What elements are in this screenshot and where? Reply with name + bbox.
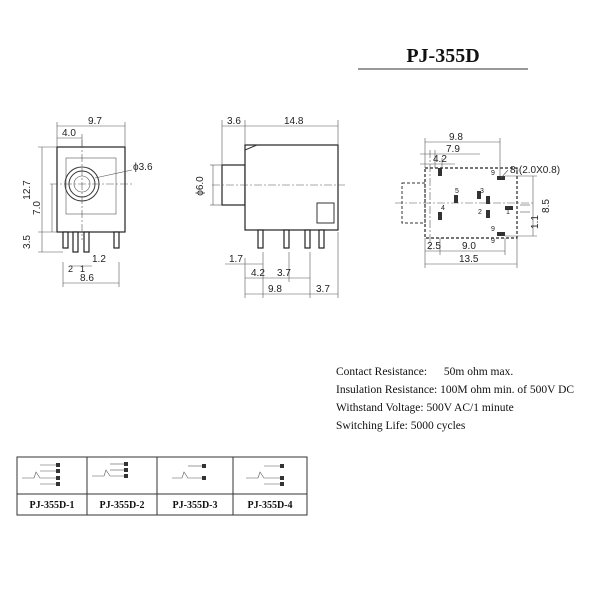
variant-symbol: [92, 462, 128, 478]
spec-label: Contact Resistance:: [336, 366, 428, 378]
pcb-slot: [477, 191, 481, 199]
pin-number: 5: [455, 188, 459, 195]
dim-nose-dia: ϕ6.0: [195, 176, 206, 196]
spec-value: 50m ohm max.: [443, 366, 514, 378]
pcb-slot: [438, 212, 442, 220]
dim-pin-pitch-small: 1.2: [92, 254, 106, 265]
pin-number: 4: [441, 205, 445, 212]
pin-number: 9: [491, 226, 495, 233]
pcb-slot: [505, 206, 513, 210]
pcb-slot: [486, 196, 490, 204]
side-pin: [257, 229, 264, 249]
dim-pin-b: 1: [80, 264, 85, 274]
pin-number: 2: [478, 209, 482, 216]
dim-nose-length: 3.6: [227, 116, 241, 127]
variant-symbol: [172, 464, 206, 480]
spec-label: Insulation Resistance:: [336, 384, 438, 396]
pcb-slot: [438, 168, 442, 176]
front-flange: [65, 157, 117, 215]
dim-top-span: 9.8: [449, 132, 463, 143]
spec-insulation-resistance: Insulation Resistance: 100M ohm min. of …: [336, 384, 574, 396]
dim-total-width: 13.5: [459, 254, 479, 265]
dim-center-height: 7.0: [32, 201, 43, 215]
variant-symbol: [22, 463, 60, 486]
dim-height: 12.7: [22, 180, 33, 200]
dim-body-length: 14.8: [284, 116, 304, 127]
variant-table-frame: [16, 456, 308, 516]
pcb-slot: [497, 232, 505, 236]
dim-pin-a: 2: [68, 264, 73, 274]
pin-number: 9: [491, 238, 495, 245]
spec-label: Withstand Voltage:: [336, 402, 424, 414]
dim-rear-pitch: 3.7: [316, 284, 330, 295]
front-view: 9.7 4.0 ϕ3.6 12.7 7.0 3.5 8.6 1.2 2 1: [22, 116, 153, 287]
front-pin: [113, 231, 120, 249]
side-pin: [283, 229, 290, 249]
dim-span-a: 7.9: [446, 144, 460, 155]
variant-symbol: [246, 464, 284, 486]
dim-pin-span: 9.8: [268, 284, 282, 295]
side-body: [244, 144, 339, 231]
side-pin: [318, 229, 325, 249]
pin-number: 1: [506, 209, 510, 216]
dim-pin-offset: 1.7: [229, 254, 243, 265]
variant-label: PJ-355D-1: [30, 500, 75, 511]
dim-top-offset: 4.0: [62, 128, 76, 139]
side-window: [316, 202, 335, 224]
spec-value: 5000 cycles: [410, 420, 466, 432]
dim-hole-dia: ϕ3.6: [133, 162, 153, 173]
spec-contact-resistance: Contact Resistance: 50m ohm max.: [336, 366, 513, 378]
dim-small-pitch: 1.1: [530, 215, 541, 229]
spec-label: Switching Life:: [336, 420, 408, 432]
dim-pin-length: 3.5: [22, 235, 33, 249]
dim-bottom-width: 8.6: [80, 273, 94, 284]
variant-table: PJ-355D-1 PJ-355D-2 PJ-355D-3 PJ-355D-4: [16, 456, 308, 516]
pcb-layout: 9 5 3 4 2 1 9 9 9.8 7.9 4.2 8-(2.0X0.8) …: [395, 132, 560, 268]
front-pin: [62, 231, 69, 249]
dim-left-offset: 2.5: [427, 241, 441, 252]
variant-label: PJ-355D-2: [100, 500, 145, 511]
front-pin: [72, 231, 79, 253]
dim-pin-pitch-b: 3.7: [277, 268, 291, 279]
variant-label: PJ-355D-4: [248, 500, 293, 511]
side-view: 3.6 14.8 ϕ6.0 1.7 4.2 3.7 9.8 3.7: [195, 116, 345, 298]
spec-switching-life: Switching Life: 5000 cycles: [336, 420, 465, 432]
pcb-slot: [454, 195, 458, 203]
dim-span-b: 4.2: [433, 154, 447, 165]
dim-pin-pitch-a: 4.2: [251, 268, 265, 279]
dim-top-width: 9.7: [88, 116, 102, 127]
pin-number: 3: [480, 188, 484, 195]
spec-value: 500V AC/1 minute: [426, 402, 514, 414]
spec-value: 100M ohm min. of 500V DC: [440, 384, 575, 396]
dim-slot: 8-(2.0X0.8): [510, 165, 560, 176]
pin-number: 9: [491, 170, 495, 177]
dim-pin-span: 9.0: [462, 241, 476, 252]
drawing-title: PJ-355D: [406, 45, 479, 67]
pcb-slot: [486, 210, 490, 218]
spec-withstand-voltage: Withstand Voltage: 500V AC/1 minute: [336, 402, 514, 414]
dim-height: 8.5: [541, 199, 552, 213]
front-pin: [83, 231, 90, 253]
front-body: [56, 146, 126, 233]
side-pin: [304, 229, 311, 249]
variant-label: PJ-355D-3: [173, 500, 218, 511]
